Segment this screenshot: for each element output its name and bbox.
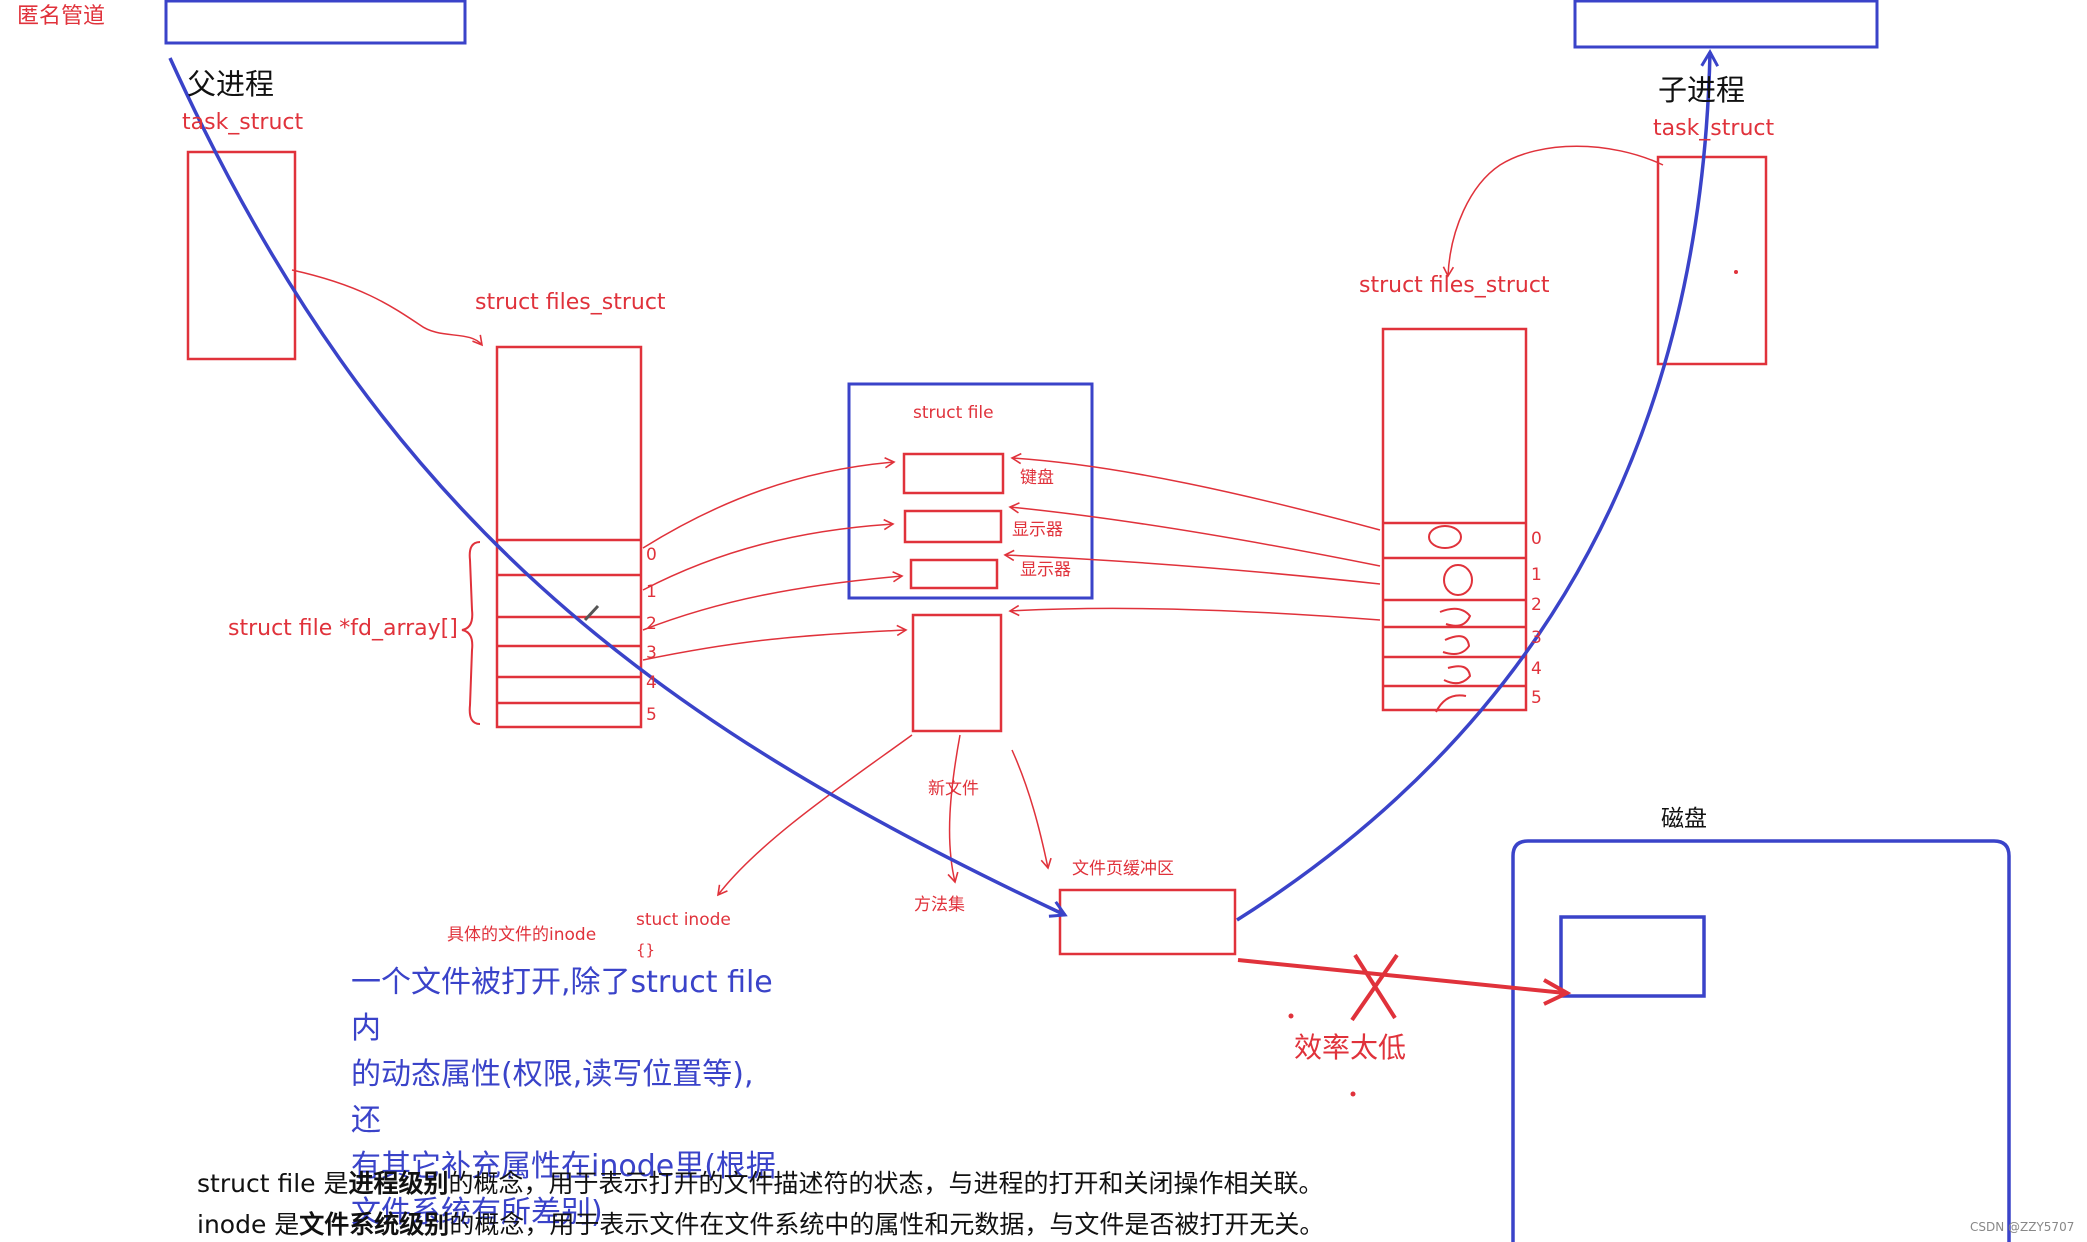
page-buffer-label: 文件页缓冲区: [1072, 859, 1174, 879]
inode-note-line-4: 文件系统有所差别): [351, 1195, 603, 1230]
dot-mark-2: [1350, 1091, 1356, 1097]
child-files-struct-box: [1381, 327, 1528, 712]
arrow-child-fd1-to-monitor: [1008, 502, 1381, 567]
pen-icon: [583, 604, 600, 622]
blue-curve-buffer-to-child: [1236, 48, 1719, 922]
braces-label: {}: [636, 941, 656, 959]
pipe-box-right: [1573, 0, 1879, 49]
inode-note-line-3: 有其它补充属性在inode里(根据: [351, 1149, 776, 1184]
arrow-child-fd2-to-monitor: [1003, 549, 1381, 585]
parent-fd-index-4: 4: [646, 673, 657, 693]
child-fd-index-5: 5: [1531, 688, 1542, 708]
pipe-box-left: [164, 0, 467, 45]
arrow-buffer-to-disk: [1237, 958, 1566, 995]
child-fd-index-0: 0: [1531, 529, 1542, 549]
footer-line-2-post: 的概念，用于表示文件在文件系统中的属性和元数据，与文件是否被打开无关。: [449, 1210, 1325, 1239]
disk-inner-box: [1559, 915, 1706, 998]
parent-files-struct-label: struct files_struct: [475, 290, 666, 315]
footer-line-1-post: 的概念，用于表示打开的文件描述符的状态，与进程的打开和关闭操作相关联。: [448, 1169, 1324, 1198]
footer-line-2-bold: 文件系统级别: [299, 1210, 450, 1239]
arrow-newfile-to-buffer: [1011, 749, 1052, 870]
anon-pipe-label: 匿名管道: [17, 4, 106, 29]
low-efficiency-label: 效率太低: [1294, 1031, 1407, 1064]
inode-note-line-2: 的动态属性(权限,读写位置等), 还: [351, 1057, 754, 1138]
parent-fd-rows: [497, 538, 641, 705]
arrow-fd3-to-newfile: [642, 624, 908, 661]
disk-outline: [1511, 839, 2011, 1242]
fd-array-label: struct file *fd_array[]: [228, 616, 458, 641]
footer-line-1: struct file 是进程级别的概念，用于表示打开的文件描述符的状态，与进程…: [197, 1171, 1324, 1196]
struct-file-monitor-box-1: [903, 509, 1003, 544]
child-fd-index-1: 1: [1531, 565, 1542, 585]
footer-line-2-pre: inode 是: [197, 1210, 300, 1239]
inode-label: 具体的文件的inode: [447, 925, 597, 945]
child-fd-index-4: 4: [1531, 659, 1542, 679]
inode-note: 一个文件被打开,除了struct file内 的动态属性(权限,读写位置等), …: [351, 960, 791, 1236]
cross-mark: [1350, 953, 1399, 1022]
child-fd-scribbles: [1428, 525, 1473, 713]
blue-curve-parent-to-buffer: [168, 57, 1068, 918]
child-fd-index-3: 3: [1531, 628, 1542, 648]
child-process-label: 子进程: [1658, 73, 1746, 107]
footer-line-1-pre: struct file 是: [197, 1169, 349, 1198]
child-fd-index-2: 2: [1531, 595, 1542, 615]
disk-label: 磁盘: [1661, 806, 1707, 832]
parent-fd-index-5: 5: [646, 705, 657, 725]
child-fd-rows: [1383, 521, 1526, 688]
dot-mark-3: [1734, 270, 1738, 274]
child-task-struct-label: task_struct: [1653, 116, 1775, 141]
dot-mark-1: [1288, 1013, 1294, 1019]
arrow-fd2-to-monitor: [642, 571, 904, 631]
fd-array-brace: [461, 541, 481, 725]
keyboard-label: 键盘: [1020, 468, 1054, 488]
footer-line-1-bold: 进程级别: [348, 1169, 449, 1198]
new-file-label: 新文件: [928, 779, 979, 799]
parent-fd-index-3: 3: [646, 643, 657, 663]
arrow-buffer-to-disk-head: [1543, 978, 1572, 1006]
arrow-child-fd3-to-newfile: [1008, 604, 1381, 621]
struct-file-label: struct file: [913, 403, 994, 423]
arrow-newfile-to-inode: [716, 734, 913, 897]
new-file-struct-box: [911, 613, 1003, 733]
arrow-child-task-to-files: [1442, 145, 1664, 278]
arrow-fd0-to-keyboard: [642, 457, 896, 549]
inode-note-line-1: 一个文件被打开,除了struct file内: [351, 965, 773, 1046]
parent-task-struct-box: [186, 150, 297, 361]
parent-fd-index-0: 0: [646, 545, 657, 565]
child-files-struct-label: struct files_struct: [1359, 273, 1550, 298]
parent-fd-index-2: 2: [646, 614, 657, 634]
parent-task-struct-label: task_struct: [182, 110, 304, 135]
page-buffer-box: [1058, 888, 1237, 956]
parent-files-struct-box: [495, 345, 643, 729]
arrow-newfile-to-ops: [947, 734, 961, 884]
parent-process-label: 父进程: [187, 67, 275, 101]
arrow-fd1-to-monitor: [642, 518, 895, 591]
monitor-label-1: 显示器: [1012, 520, 1063, 540]
arrow-task-to-files: [291, 269, 484, 347]
monitor-label-2: 显示器: [1020, 560, 1071, 580]
arrow-child-fd0-to-keyboard: [1010, 452, 1381, 531]
struct-file-outer-box: [847, 382, 1094, 600]
ops-set-label: 方法集: [914, 895, 965, 915]
watermark: CSDN @ZZY5707: [1970, 1220, 2075, 1234]
parent-fd-index-1: 1: [646, 582, 657, 602]
footer-line-2: inode 是文件系统级别的概念，用于表示文件在文件系统中的属性和元数据，与文件…: [197, 1212, 1324, 1237]
stuct-inode-label: stuct inode: [636, 910, 731, 930]
child-task-struct-box: [1656, 155, 1768, 366]
struct-file-keyboard-box: [902, 452, 1005, 495]
struct-file-monitor-box-2: [909, 558, 999, 590]
